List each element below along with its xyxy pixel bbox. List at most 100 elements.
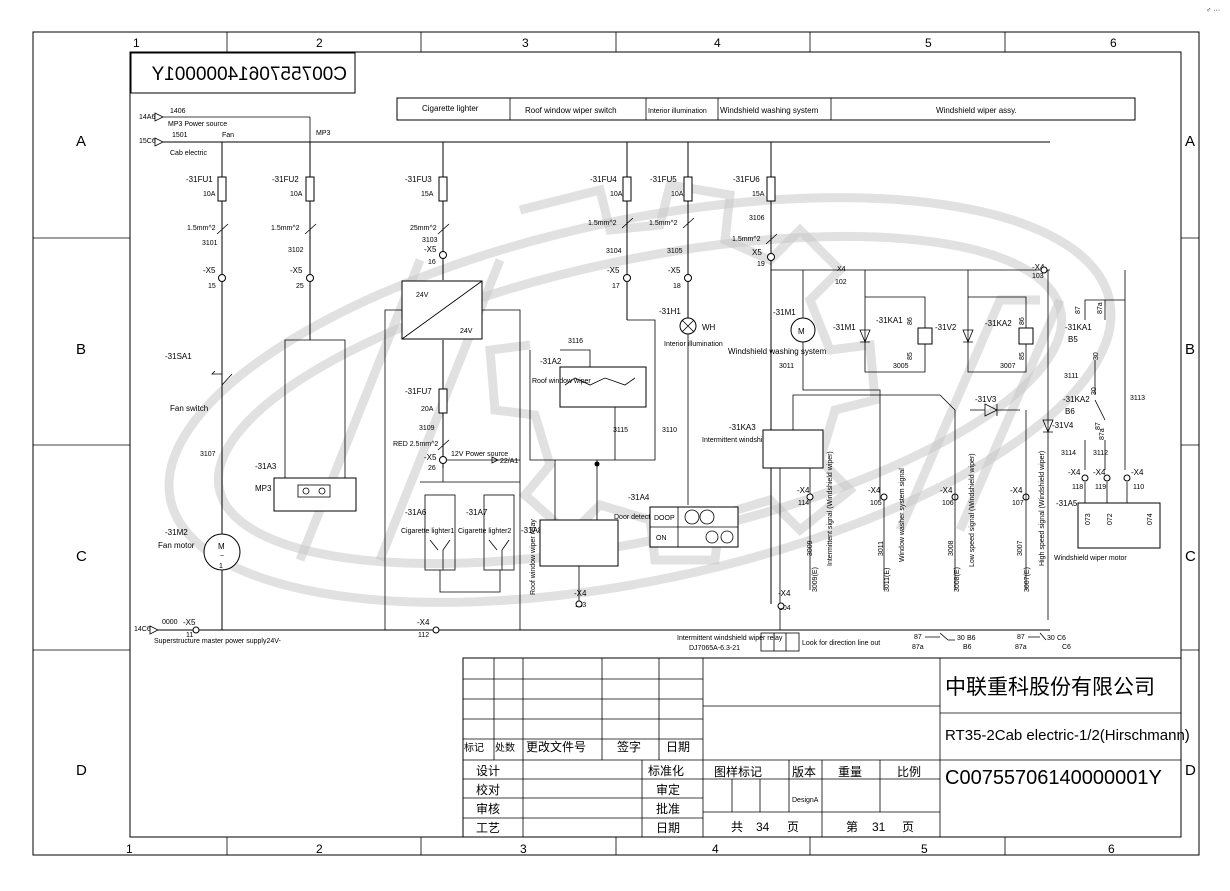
connector-note: Intermittent windshield wiper relay DJ70… bbox=[677, 632, 880, 652]
row-label: A bbox=[1185, 133, 1195, 150]
svg-text:105: 105 bbox=[870, 500, 882, 507]
role-label: 标准化 bbox=[648, 764, 684, 778]
svg-text:073: 073 bbox=[1085, 513, 1092, 525]
svg-text:-31V3: -31V3 bbox=[975, 395, 997, 404]
svg-text:High speed signal (Windshield: High speed signal (Windshield wiper) bbox=[1039, 451, 1046, 566]
svg-text:-X4: -X4 bbox=[1032, 263, 1045, 272]
svg-text:-X4: -X4 bbox=[868, 486, 881, 495]
meta-header: 图样标记 bbox=[714, 764, 762, 779]
svg-text:3011(E): 3011(E) bbox=[884, 568, 891, 592]
svg-text:30: 30 bbox=[1091, 387, 1098, 395]
svg-text:页: 页 bbox=[902, 820, 914, 834]
svg-text:3116: 3116 bbox=[568, 338, 583, 345]
svg-text:110: 110 bbox=[1133, 484, 1144, 491]
svg-text:17: 17 bbox=[612, 283, 620, 290]
section-header: Interior illumination bbox=[648, 108, 707, 115]
terminals-x4-top: X4 102 -X4 103 bbox=[835, 263, 1048, 286]
diode-31V4: -31V4 bbox=[1042, 270, 1074, 620]
svg-text:85: 85 bbox=[1019, 352, 1026, 360]
row-label: B bbox=[76, 341, 86, 358]
svg-text:Fan: Fan bbox=[222, 132, 234, 139]
fuse-31FU7: -31FU7 20A 3109 RED 2.5mm^2 -X5 26 bbox=[393, 340, 450, 472]
svg-text:-X5: -X5 bbox=[424, 453, 437, 462]
role-label: 工艺 bbox=[476, 821, 500, 835]
svg-text:24V: 24V bbox=[416, 292, 429, 299]
rev-header: 更改文件号 bbox=[526, 739, 586, 754]
svg-text:Intermittent windshield wiper: Intermittent windshield wiper relay bbox=[702, 437, 808, 444]
svg-text:15A: 15A bbox=[752, 191, 765, 198]
col-label: 3 bbox=[522, 36, 529, 50]
fuse-31FU3: -31FU3 15A 25mm^2 3103 -X5 16 bbox=[405, 142, 450, 280]
col-label: 4 bbox=[712, 842, 719, 856]
svg-text:3007: 3007 bbox=[1000, 363, 1016, 370]
svg-text:第: 第 bbox=[846, 820, 858, 834]
svg-text:-31FU4: -31FU4 bbox=[590, 175, 617, 184]
svg-text:1.5mm^2: 1.5mm^2 bbox=[649, 220, 678, 227]
svg-text:-X5: -X5 bbox=[183, 618, 196, 627]
svg-text:3011: 3011 bbox=[779, 363, 794, 370]
col-label: 1 bbox=[133, 36, 140, 50]
terminals-bottom: -X4 104 -X4 112 -X5 11 bbox=[183, 589, 791, 639]
col-label: 4 bbox=[714, 36, 721, 50]
svg-text:-31FU6: -31FU6 bbox=[733, 175, 760, 184]
svg-text:1406: 1406 bbox=[170, 108, 186, 115]
role-label: 设计 bbox=[476, 764, 500, 778]
col-label: 2 bbox=[316, 36, 323, 50]
svg-text:C6: C6 bbox=[1057, 635, 1066, 642]
svg-text:-31FU1: -31FU1 bbox=[186, 175, 213, 184]
column-labels-top: 1 2 3 4 5 6 bbox=[133, 36, 1117, 50]
section-header: Windshield wiper assy. bbox=[936, 106, 1017, 115]
contact-legend-b6: 87 87a 30 B6 B6 bbox=[912, 632, 976, 651]
fuse-31FU4: -31FU4 10A 1.5mm^2 3104 -X5 17 bbox=[588, 142, 634, 320]
svg-text:-X5: -X5 bbox=[203, 266, 216, 275]
section-header: Cigarette lighter bbox=[422, 104, 479, 113]
svg-text:3106: 3106 bbox=[749, 215, 765, 222]
meta-header: 比例 bbox=[897, 765, 921, 779]
svg-text:3112: 3112 bbox=[1093, 450, 1108, 457]
svg-text:-X4: -X4 bbox=[797, 486, 810, 495]
fuse-31FU2: -31FU2 10A 1.5mm^2 3102 -X5 25 bbox=[271, 142, 317, 340]
drawing-code: C00755706140000001Y bbox=[945, 767, 1162, 789]
svg-text:107: 107 bbox=[1012, 500, 1024, 507]
roof-window-wiper-relay-31A8: -31A8 Roof window wiper relay -X4 113 bbox=[521, 460, 619, 609]
svg-text:3008(E): 3008(E) bbox=[954, 567, 961, 592]
svg-text:86: 86 bbox=[1019, 317, 1026, 325]
section-header: Roof window wiper switch bbox=[525, 106, 617, 115]
svg-text:Cab electric: Cab electric bbox=[170, 150, 207, 157]
svg-text:Window washer system signal: Window washer system signal bbox=[899, 468, 906, 562]
mp3-player-31A3: -31A3 MP3 bbox=[255, 339, 357, 512]
svg-text:B6: B6 bbox=[963, 644, 972, 651]
svg-text:85: 85 bbox=[907, 352, 914, 360]
svg-text:18: 18 bbox=[673, 283, 681, 290]
row-label: C bbox=[1185, 548, 1196, 565]
rev-header: 日期 bbox=[666, 740, 690, 754]
fan-motor-31M2: -31M2 Fan motor M ~ 1 bbox=[158, 528, 241, 571]
power-source-12v: 12V Power source 22/A1 bbox=[447, 451, 520, 465]
svg-text:87: 87 bbox=[1095, 422, 1102, 430]
svg-text:-X5: -X5 bbox=[424, 245, 437, 254]
svg-text:-31V2: -31V2 bbox=[935, 323, 957, 332]
relay-contact-31KA2-B6: -31KA2 B6 30 87 87a 3114 3112 bbox=[1061, 387, 1108, 470]
svg-text:-X4: -X4 bbox=[1010, 486, 1023, 495]
svg-text:3105: 3105 bbox=[667, 248, 683, 255]
svg-text:11: 11 bbox=[186, 632, 193, 639]
svg-text:15: 15 bbox=[208, 283, 216, 290]
role-label: 审核 bbox=[476, 801, 500, 816]
section-header-bar: Cigarette lighter Roof window wiper swit… bbox=[396, 97, 1136, 121]
svg-text:87: 87 bbox=[1017, 634, 1025, 641]
svg-text:3109: 3109 bbox=[419, 425, 435, 432]
svg-text:M: M bbox=[798, 327, 805, 336]
meta-header: 版本 bbox=[792, 765, 816, 779]
svg-text:20A: 20A bbox=[421, 406, 434, 413]
svg-text:16: 16 bbox=[428, 259, 436, 266]
svg-text:-31A8: -31A8 bbox=[521, 526, 543, 535]
svg-text:15C6: 15C6 bbox=[139, 138, 156, 145]
version-value: DesignA bbox=[792, 797, 819, 804]
svg-text:-31FU5: -31FU5 bbox=[650, 175, 677, 184]
svg-text:-31KA1: -31KA1 bbox=[1065, 323, 1092, 332]
svg-text:-X5: -X5 bbox=[607, 266, 620, 275]
svg-text:-X4: -X4 bbox=[1068, 468, 1081, 477]
svg-text:-31A6: -31A6 bbox=[405, 508, 427, 517]
column-labels-bottom: 1 2 3 4 5 6 bbox=[126, 842, 1115, 856]
svg-text:072: 072 bbox=[1107, 513, 1114, 525]
